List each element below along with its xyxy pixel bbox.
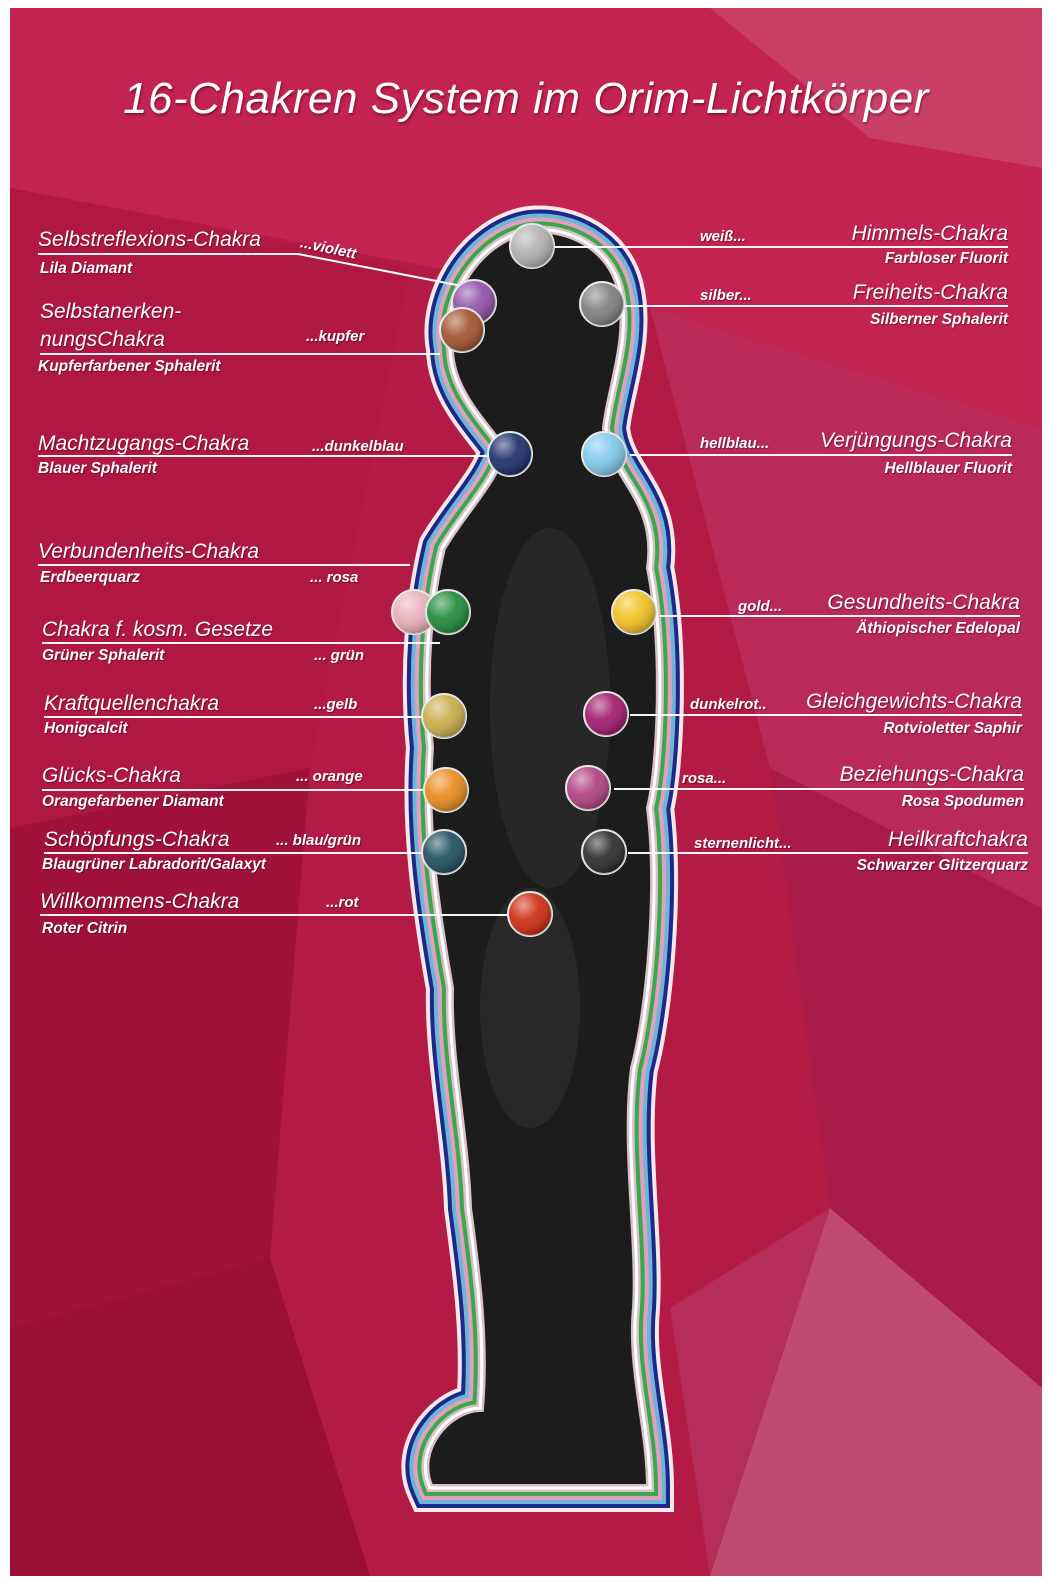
chakra-stone-gluecks [424,768,468,812]
chakra-stone-gleichgewichts [584,692,628,736]
chakra-stone-beziehungs [566,766,610,810]
chakra-stone-heilkraft [582,830,626,874]
chakra-stone-freiheits [580,282,624,326]
chakra-stone-schoepfungs [422,830,466,874]
chakra-stone-gesundheits [612,590,656,634]
chakra-stone-verjuengungs [582,432,626,476]
chakra-stones [10,8,1042,1576]
chakra-stone-willkommens [508,892,552,936]
chakra-stone-selbstanerkennung [440,308,484,352]
chakra-stone-kraftquellen [422,694,466,738]
chakra-stone-machtzugang [488,432,532,476]
poster: 16-Chakren System im Orim-Lichtkörper Se… [10,8,1042,1576]
chakra-stone-himmels [510,224,554,268]
chakra-stone-kosm-gesetze [426,590,470,634]
